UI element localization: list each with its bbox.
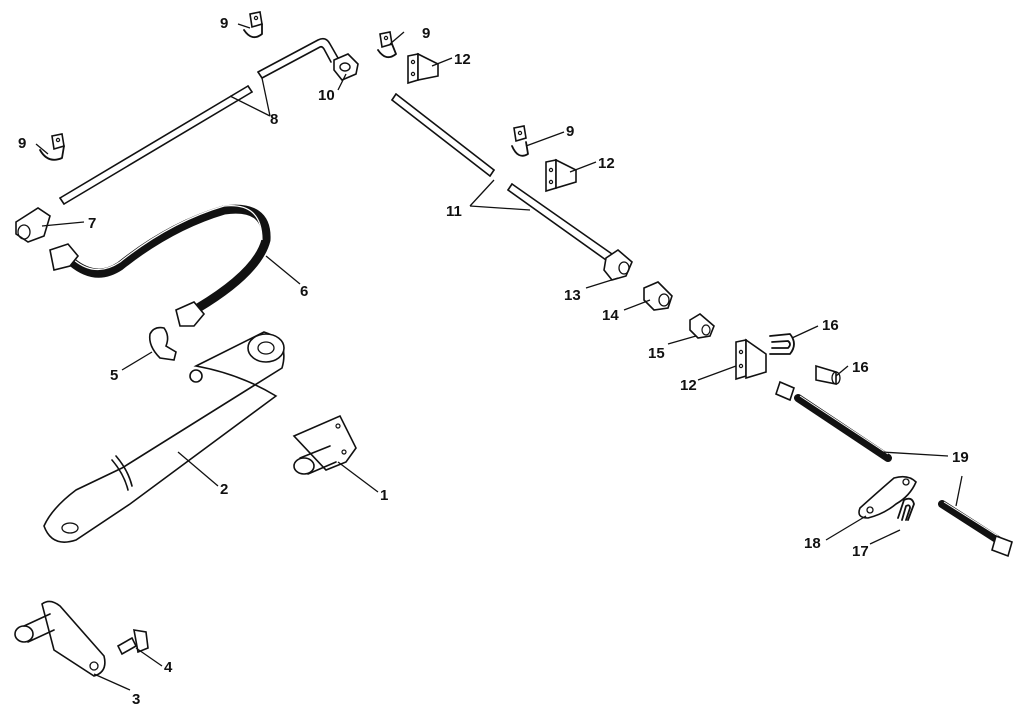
callout-9: 9 [18, 135, 26, 152]
callout-16: 17 [852, 543, 869, 560]
part-9-clip-top [243, 11, 263, 39]
part-11-tube [391, 93, 613, 261]
part-5-elbow [148, 326, 177, 361]
callout-9: 9 [566, 123, 574, 140]
part-17-plate [858, 475, 917, 519]
callout-19: 16 [852, 359, 869, 376]
callout-10: 10 [318, 87, 335, 104]
part-7-elbow [15, 207, 51, 243]
part-19-adapter [815, 364, 841, 385]
callout-5: 5 [110, 367, 118, 384]
callout-3: 3 [132, 691, 140, 708]
part-1-bracket [292, 414, 357, 475]
callout-4: 4 [164, 659, 173, 676]
part-10-fitting [333, 53, 359, 81]
leader-lines [35, 23, 963, 691]
part-9-clip-mid [377, 31, 397, 59]
callout-12: 12 [598, 155, 615, 172]
callout-1: 1 [380, 487, 388, 504]
callout-labels: 9 9 9 9 12 12 12 10 8 7 6 11 13 14 15 16… [18, 15, 969, 708]
part-16-clip-upper [769, 333, 795, 355]
part-2-cylinder [43, 331, 285, 543]
part-8-tube [59, 37, 339, 205]
part-6-hose [49, 204, 271, 327]
part-12-bracket-right [545, 158, 577, 193]
callout-7: 7 [88, 215, 96, 232]
part-12-bracket-lower [735, 338, 767, 381]
part-15-fitting [689, 313, 715, 339]
callout-8: 8 [270, 111, 278, 128]
callout-15: 15 [648, 345, 665, 362]
callout-12: 12 [680, 377, 697, 394]
callout-13: 13 [564, 287, 581, 304]
part-13-fitting [603, 248, 633, 281]
part-9-clip-left [39, 133, 65, 161]
part-3-bracket [14, 600, 106, 677]
callout-18: 19 [952, 449, 969, 466]
callout-6: 6 [300, 283, 308, 300]
part-18-hose [775, 380, 1013, 558]
part-12-bracket-top [407, 52, 439, 85]
part-4-bolt [116, 629, 149, 656]
part-9-clip-right [511, 125, 529, 157]
callout-17: 18 [804, 535, 821, 552]
callout-9: 9 [422, 25, 430, 42]
callout-16: 16 [822, 317, 839, 334]
part-14-fitting [643, 281, 673, 311]
part-16-clip-lower [897, 497, 915, 521]
callout-9: 9 [220, 15, 228, 32]
callout-12: 12 [454, 51, 471, 68]
callout-11: 11 [446, 203, 462, 220]
callout-14: 14 [602, 307, 619, 324]
callout-2: 2 [220, 481, 228, 498]
